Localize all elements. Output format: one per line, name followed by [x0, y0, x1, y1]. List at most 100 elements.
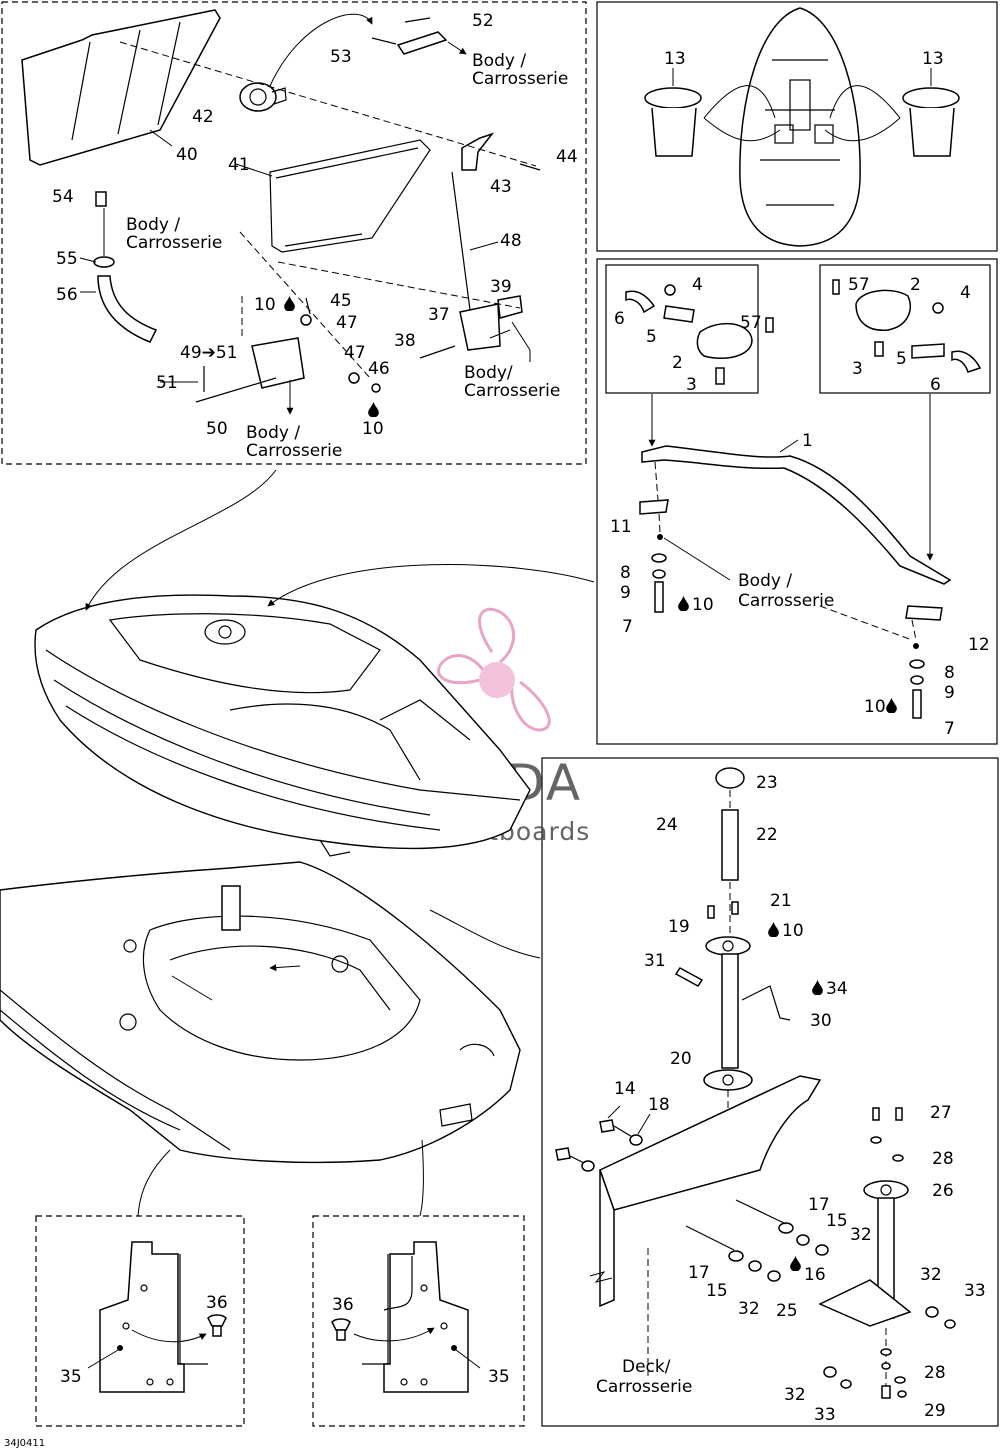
- cup-holder-right-part: [902, 87, 960, 109]
- callout-21: 21: [770, 891, 792, 911]
- callout-35a: 35: [60, 1367, 82, 1387]
- callout-32b: 32: [738, 1299, 760, 1319]
- callout-15b: 15: [706, 1281, 728, 1301]
- body-label-e2: Carrosserie: [738, 591, 834, 611]
- callout-28a: 28: [932, 1149, 954, 1169]
- handrail-detail-left-frame: [605, 264, 759, 394]
- callout-15a: 15: [826, 1211, 848, 1231]
- callout-2a: 2: [672, 353, 683, 373]
- sealant-drop-icon: [368, 402, 379, 417]
- body-label-a2: Carrosserie: [472, 69, 568, 89]
- callout-20: 20: [670, 1049, 692, 1069]
- cup-holder-left-part: [644, 87, 702, 109]
- callout-36b: 36: [332, 1295, 354, 1315]
- sealant-drop-icon: [812, 980, 823, 995]
- callout-33a: 33: [964, 1281, 986, 1301]
- callout-7a: 7: [622, 617, 633, 637]
- callout-48: 48: [500, 231, 522, 251]
- callout-31: 31: [644, 951, 666, 971]
- callout-52: 52: [472, 11, 494, 31]
- glovebox-panel-frame: [1, 1, 587, 465]
- body-label-e1: Body /: [738, 571, 792, 591]
- deck-illustration: [0, 861, 541, 1217]
- callout-55: 55: [56, 249, 78, 269]
- callout-30: 30: [810, 1011, 832, 1031]
- callout-13a: 13: [664, 49, 686, 69]
- callout-16: 16: [804, 1265, 826, 1285]
- callout-33b: 33: [814, 1405, 836, 1425]
- callout-39: 39: [490, 277, 512, 297]
- callout-4b: 4: [960, 283, 971, 303]
- gas-strut-part: [451, 171, 471, 311]
- callout-5a: 5: [646, 327, 657, 347]
- deck-label-1: Deck/: [622, 1357, 671, 1377]
- callout-8a: 8: [620, 563, 631, 583]
- callout-3a: 3: [686, 375, 697, 395]
- body-label-a1: Body /: [472, 51, 526, 71]
- callout-44: 44: [556, 147, 578, 167]
- glovebox-cover-part: [21, 9, 221, 166]
- callout-47a: 47: [336, 313, 358, 333]
- callout-6b: 6: [930, 375, 941, 395]
- callout-10c: 10: [692, 595, 714, 615]
- callout-22: 22: [756, 825, 778, 845]
- body-label-d1: Body /: [246, 423, 300, 443]
- sealant-drop-icon: [678, 596, 689, 611]
- callout-19: 19: [668, 917, 690, 937]
- hinge-part: [461, 132, 495, 171]
- callout-36a: 36: [206, 1293, 228, 1313]
- callout-11: 11: [610, 517, 632, 537]
- drain-hose-part: [97, 275, 158, 343]
- boat-hull-illustration: [34, 469, 595, 857]
- callout-10b: 10: [362, 419, 384, 439]
- callout-41: 41: [228, 155, 250, 175]
- callout-25: 25: [776, 1301, 798, 1321]
- callout-13b: 13: [922, 49, 944, 69]
- callout-57b: 57: [848, 275, 870, 295]
- callout-32a: 32: [850, 1225, 872, 1245]
- callout-10a: 10: [254, 295, 276, 315]
- callout-56: 56: [56, 285, 78, 305]
- callout-43: 43: [490, 177, 512, 197]
- callout-9a: 9: [620, 583, 631, 603]
- callout-14: 14: [614, 1079, 636, 1099]
- callout-5b: 5: [896, 349, 907, 369]
- latch-plate-part: [251, 337, 305, 389]
- callout-51: 51: [156, 373, 178, 393]
- cupholder-panel-frame: [596, 1, 998, 252]
- callout-49-51: 49➔51: [180, 343, 238, 363]
- callout-45: 45: [330, 291, 352, 311]
- callout-23: 23: [756, 773, 778, 793]
- callout-10e: 10: [782, 921, 804, 941]
- callout-18: 18: [648, 1095, 670, 1115]
- post-tube-part: [721, 809, 739, 881]
- body-label-c1: Body/: [464, 363, 513, 383]
- sealant-drop-icon: [768, 922, 779, 937]
- callout-6a: 6: [614, 309, 625, 329]
- propeller-logo-icon: [437, 607, 551, 732]
- callout-4a: 4: [692, 275, 703, 295]
- callout-46: 46: [368, 359, 390, 379]
- handrail-detail-right-frame: [819, 264, 991, 394]
- bracket-detail-right-frame: [312, 1215, 525, 1427]
- handrail-assembly: [625, 279, 982, 719]
- handrail-panel-frame: [596, 258, 998, 745]
- boat-topview-part: [739, 7, 861, 247]
- post-assembly: [555, 767, 956, 1399]
- callout-32c: 32: [920, 1265, 942, 1285]
- callout-32d: 32: [784, 1385, 806, 1405]
- callout-labels: 52 53 42 40 41 44 43 54 55 56 48 10 45 4…: [4, 11, 990, 1449]
- cap-part: [715, 767, 745, 789]
- gasket-part: [269, 139, 431, 253]
- bracket-right-part: [383, 1241, 469, 1393]
- callout-47b: 47: [344, 343, 366, 363]
- callout-38: 38: [394, 331, 416, 351]
- sealant-drop-icon: [886, 698, 897, 713]
- callout-50: 50: [206, 419, 228, 439]
- glovebox-assembly: [21, 9, 541, 415]
- callout-28b: 28: [924, 1363, 946, 1383]
- callout-27: 27: [930, 1103, 952, 1123]
- bracket-detail-left-frame: [35, 1215, 245, 1427]
